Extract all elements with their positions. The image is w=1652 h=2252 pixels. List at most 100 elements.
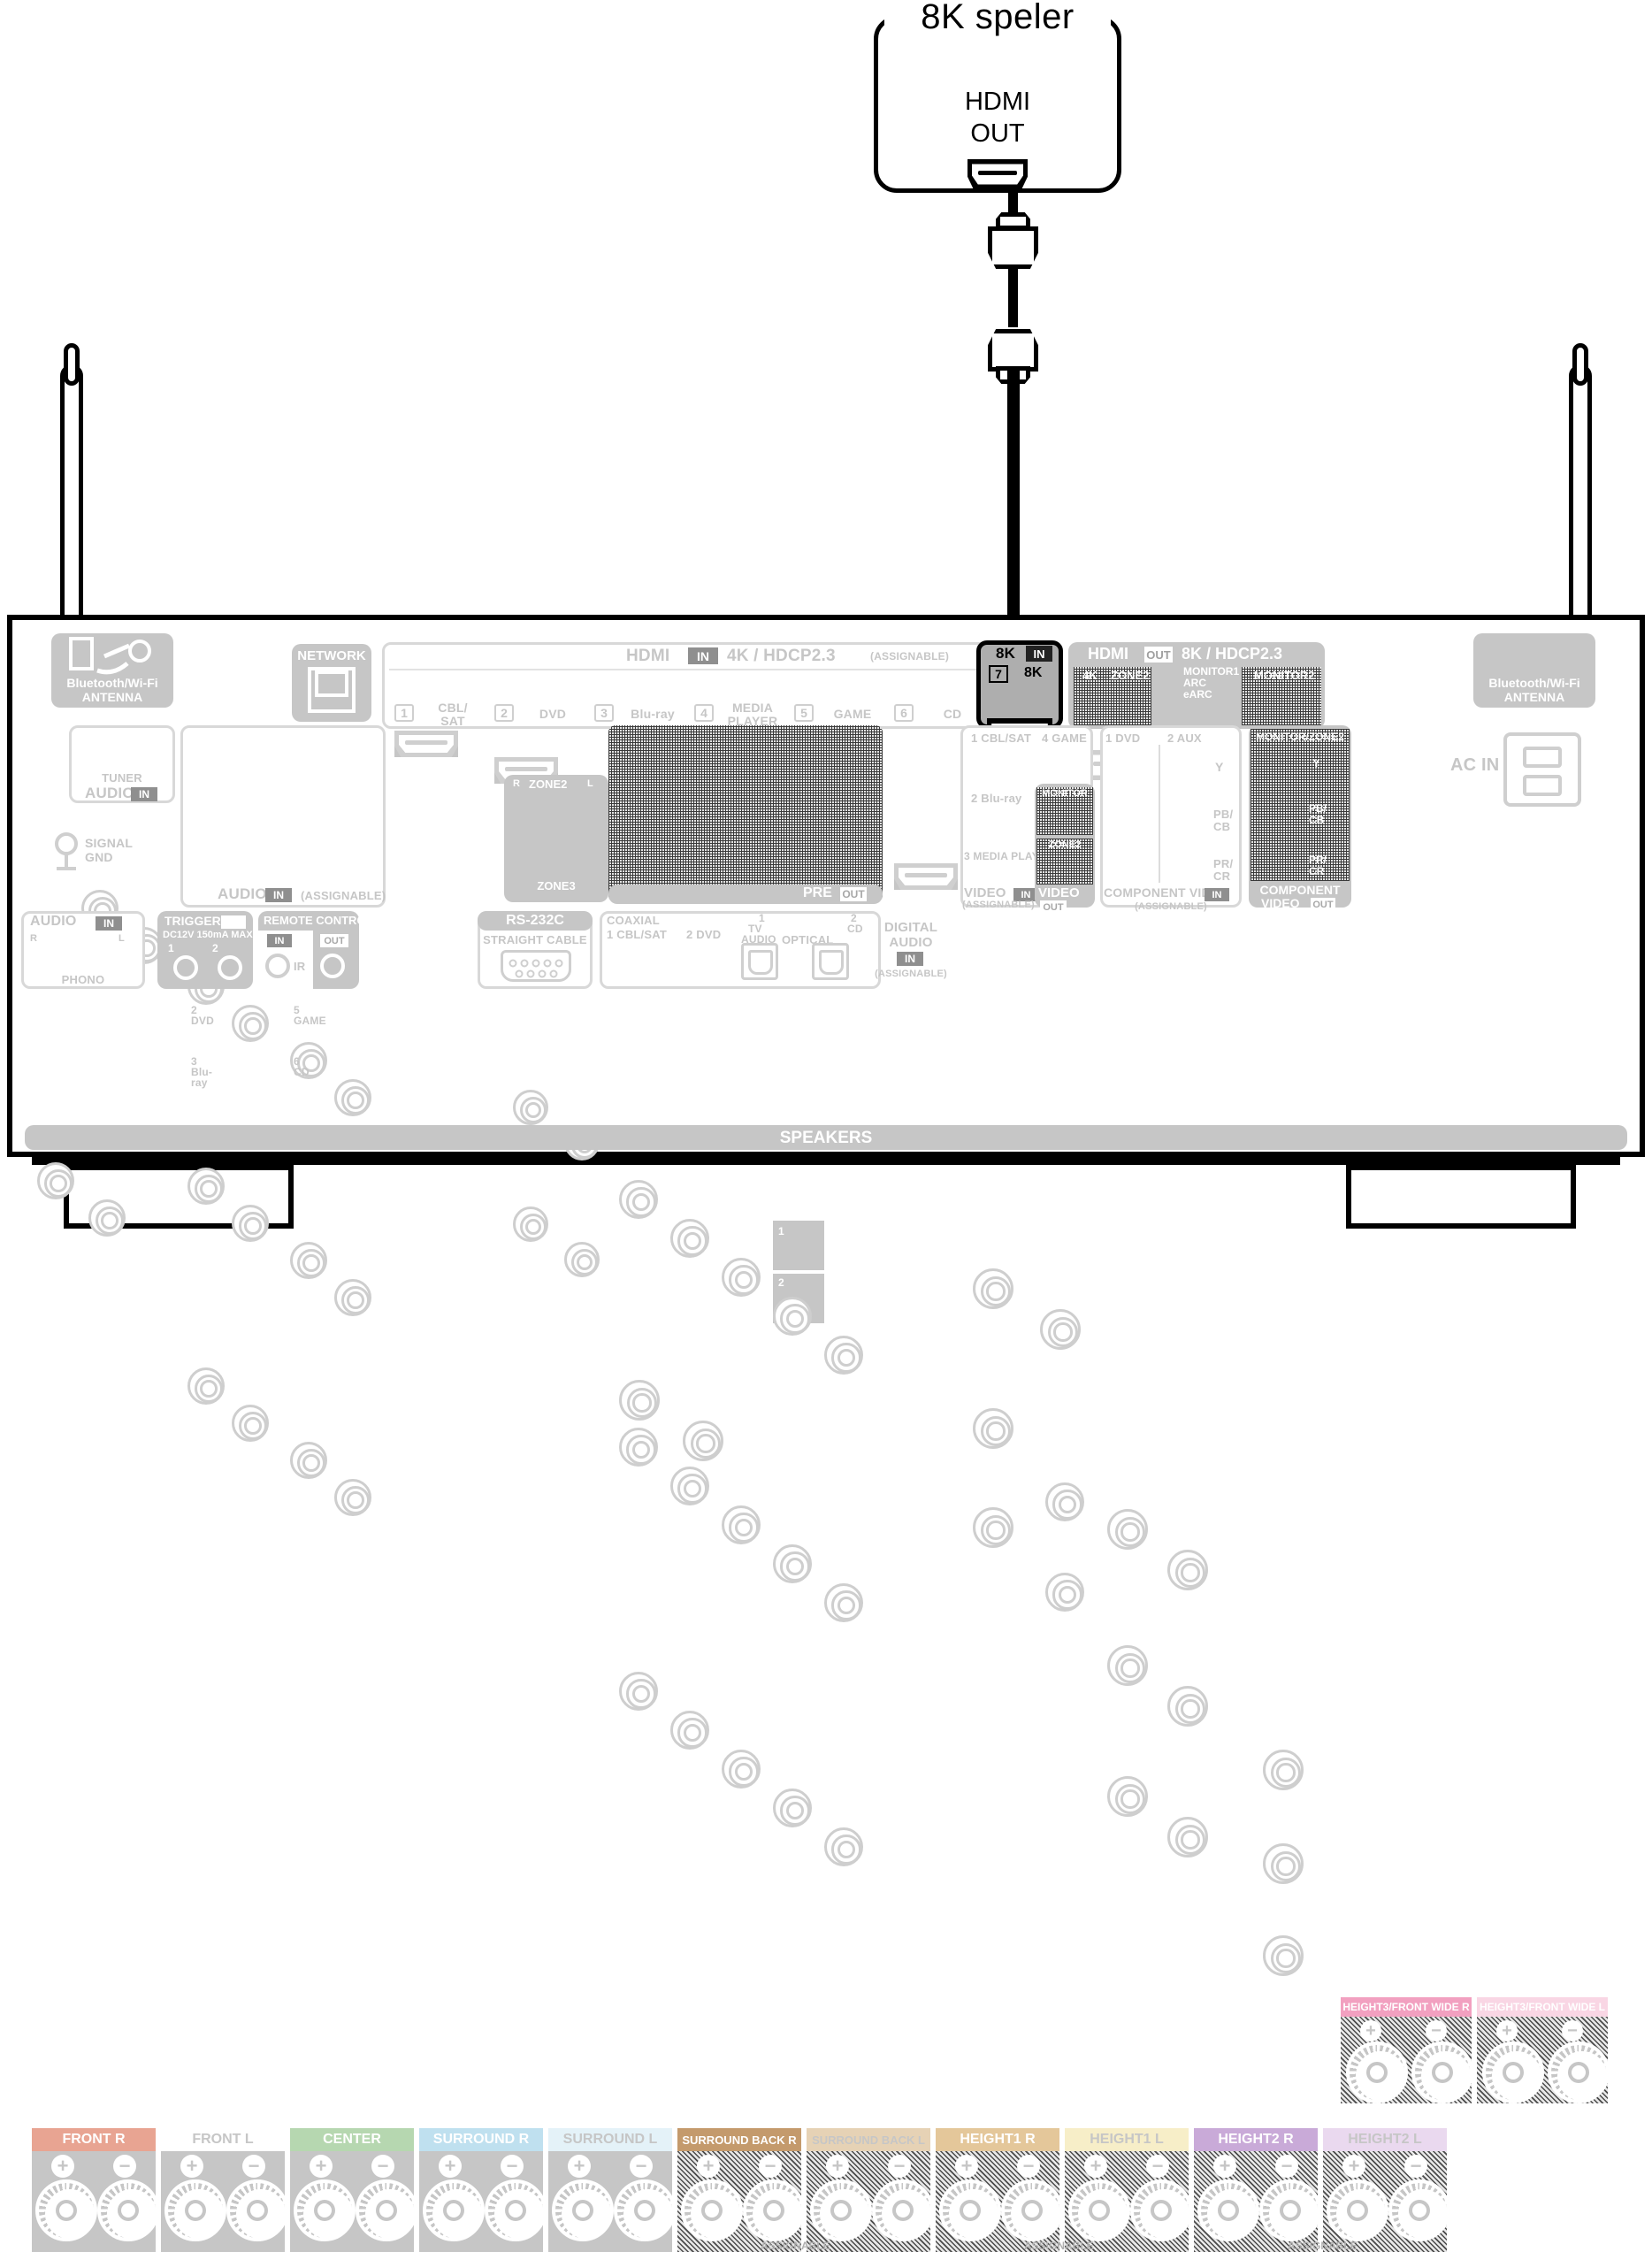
binding-post[interactable] <box>939 2179 1001 2241</box>
hdmi-out-spec: 8K / HDCP2.3 <box>1182 645 1283 663</box>
binding-post[interactable] <box>810 2179 872 2241</box>
audio-in-rca-left-0-l[interactable] <box>232 1005 269 1042</box>
binding-post[interactable] <box>1482 2041 1544 2103</box>
extra-speaker-minus-1: − <box>1562 2020 1583 2041</box>
binding-post[interactable] <box>1411 2041 1473 2103</box>
pre-out-jack-r2-c1[interactable] <box>670 1711 709 1750</box>
zone2-rca-r[interactable] <box>513 1090 548 1125</box>
optical-1-jack[interactable] <box>741 943 778 980</box>
coax-1-jack[interactable] <box>619 1380 660 1421</box>
binding-post[interactable] <box>164 2179 226 2241</box>
binding-post[interactable] <box>294 2179 356 2241</box>
hdmi-in-port-icon-1[interactable] <box>394 731 458 757</box>
binding-post[interactable] <box>614 2179 676 2241</box>
source-hdmi-port-icon[interactable] <box>967 159 1028 189</box>
speaker-terminal-4: SURROUND L+− <box>548 2128 676 2252</box>
pre-out-footer: PRE <box>803 885 832 900</box>
cvout-cb-label: CB <box>1309 814 1325 826</box>
binding-post[interactable] <box>485 2179 547 2241</box>
pre-out-jack-r1-c1[interactable] <box>670 1467 709 1505</box>
antenna-left-rod[interactable] <box>60 364 83 630</box>
binding-post[interactable] <box>1388 2179 1450 2241</box>
hdmi-in-port-icon-6[interactable] <box>894 863 958 890</box>
audio-in-rca-right-0-r[interactable] <box>290 1042 327 1079</box>
pre-out-jack-r1-c0[interactable] <box>619 1428 658 1467</box>
pre-out-head-3: SURROUND <box>619 1220 681 1232</box>
audio-in-rca-right-2-l[interactable] <box>334 1479 371 1516</box>
hdmi-out-earc-label: eARC <box>1183 688 1212 701</box>
remote-out-jack[interactable] <box>320 954 345 978</box>
zone3-rca-r[interactable] <box>513 1206 548 1242</box>
binding-post[interactable] <box>1001 2179 1063 2241</box>
audio-in-rca-right-1-r[interactable] <box>290 1242 327 1279</box>
antenna-left-tip <box>64 343 80 386</box>
binding-post[interactable] <box>743 2179 805 2241</box>
pre-out-jack-r2-c2[interactable] <box>722 1750 761 1789</box>
binding-post[interactable] <box>1259 2179 1321 2241</box>
pre-out-jack-r0-c3[interactable] <box>773 1297 812 1336</box>
binding-post[interactable] <box>1346 2041 1408 2103</box>
trigger-jack-2[interactable] <box>218 955 242 980</box>
binding-post[interactable] <box>356 2179 417 2241</box>
video-out-zone2-label: ZONE2 <box>1048 839 1082 850</box>
pre-out-jack-r2-c3[interactable] <box>773 1789 812 1827</box>
pre-out-jack-r0-c2[interactable] <box>722 1258 761 1297</box>
video-in-3-jack[interactable] <box>973 1507 1013 1548</box>
audio-in-rca-right-0-l[interactable] <box>334 1079 371 1116</box>
cvin-dvd-y[interactable] <box>1107 1509 1148 1550</box>
video-out-monitor-jack[interactable] <box>1045 1482 1084 1521</box>
pre-out-jack-r2-c4[interactable] <box>824 1827 863 1866</box>
binding-post[interactable] <box>1197 2179 1259 2241</box>
video-in-4-jack[interactable] <box>1040 1309 1081 1350</box>
audio-in-rca-left-2-r[interactable] <box>187 1367 225 1405</box>
ground-screw-icon <box>55 832 78 870</box>
pre-out-jack-r0-c0[interactable] <box>619 1180 658 1219</box>
binding-post[interactable] <box>681 2179 743 2241</box>
audio-in-rca-right-1-l[interactable] <box>334 1279 371 1316</box>
audio-in-rca-left-2-l[interactable] <box>232 1405 269 1442</box>
pre-out-jack-r1-c4[interactable] <box>824 1583 863 1622</box>
zone3-rca-l[interactable] <box>564 1242 600 1277</box>
pre-out-jack-r1-c2[interactable] <box>722 1505 761 1544</box>
binding-post[interactable] <box>552 2179 614 2241</box>
binding-post[interactable] <box>1130 2179 1192 2241</box>
signal-gnd-terminal[interactable] <box>51 831 81 874</box>
binding-post[interactable] <box>872 2179 934 2241</box>
antenna-right-rod[interactable] <box>1569 364 1592 630</box>
binding-post[interactable] <box>226 2179 288 2241</box>
binding-post[interactable] <box>423 2179 485 2241</box>
binding-post[interactable] <box>35 2179 97 2241</box>
ethernet-jack-icon[interactable] <box>308 667 356 713</box>
audio-in-rca-left-1-r[interactable] <box>187 1168 225 1205</box>
cvin-aux-pr[interactable] <box>1167 1817 1208 1858</box>
binding-post[interactable] <box>1548 2041 1610 2103</box>
binding-post[interactable] <box>1068 2179 1130 2241</box>
pre-out-jack-r1-c3[interactable] <box>773 1544 812 1583</box>
ac-inlet[interactable] <box>1503 732 1581 807</box>
video-in-2-jack[interactable] <box>973 1408 1013 1449</box>
audio-in-rca-right-2-r[interactable] <box>290 1442 327 1479</box>
phono-rca-r[interactable] <box>37 1162 74 1199</box>
cvin-dvd-pr[interactable] <box>1107 1776 1148 1817</box>
phono-rca-l[interactable] <box>88 1199 126 1237</box>
speaker-label-6: SURROUND BACK L <box>807 2128 930 2151</box>
video-out-zone2-jack[interactable] <box>1045 1573 1084 1612</box>
remote-in-jack[interactable] <box>265 954 290 978</box>
cvin-aux-y[interactable] <box>1167 1550 1208 1590</box>
trigger-jack-1[interactable] <box>173 955 198 980</box>
rs232c-db9-connector[interactable] <box>501 950 571 982</box>
cvout-pb-jack[interactable] <box>1263 1843 1304 1884</box>
video-in-1-jack[interactable] <box>973 1268 1013 1309</box>
pre-out-jack-r2-c0[interactable] <box>619 1672 658 1711</box>
cvout-pr-jack[interactable] <box>1263 1935 1304 1976</box>
binding-post[interactable] <box>1327 2179 1388 2241</box>
pre-out-jack-r0-c4[interactable] <box>824 1336 863 1375</box>
cvin-dvd-pb[interactable] <box>1107 1645 1148 1686</box>
optical-2-jack[interactable] <box>812 943 849 980</box>
pre-out-jack-r0-c1[interactable] <box>670 1219 709 1258</box>
cvout-y-jack[interactable] <box>1263 1750 1304 1790</box>
binding-post[interactable] <box>97 2179 159 2241</box>
cvin-aux-pb[interactable] <box>1167 1686 1208 1727</box>
audio-in-rca-left-1-l[interactable] <box>232 1205 269 1242</box>
coax-2-jack[interactable] <box>683 1421 723 1461</box>
